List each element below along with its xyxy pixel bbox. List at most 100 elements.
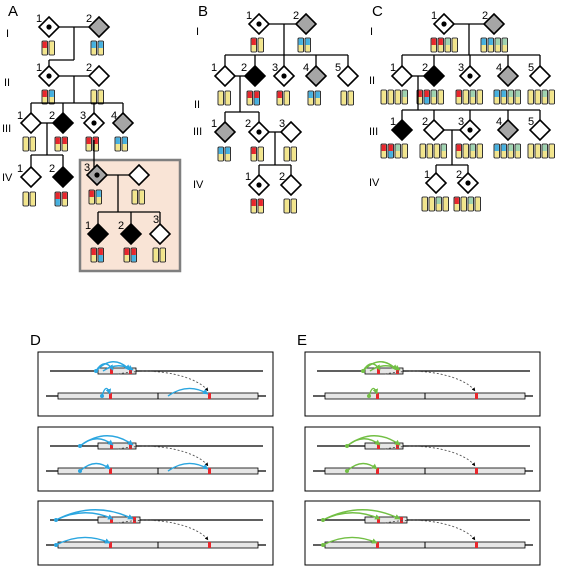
allele-segment xyxy=(477,90,482,97)
allele-segment xyxy=(508,90,513,97)
label: 5 xyxy=(528,116,534,128)
allele-segment xyxy=(96,197,101,204)
allele-segment xyxy=(225,154,230,161)
allele-segment xyxy=(381,90,386,97)
blue-arrow xyxy=(102,365,134,372)
allele-segment xyxy=(454,197,459,204)
red-marker xyxy=(377,368,380,374)
allele-segment xyxy=(535,151,540,158)
allele-segment xyxy=(23,199,28,206)
allele-segment xyxy=(475,197,480,204)
label: 3 xyxy=(153,214,159,226)
allele-segment xyxy=(477,151,482,158)
breakpoint-dot xyxy=(54,518,58,522)
allele-segment xyxy=(402,144,407,151)
allele-segment xyxy=(298,45,303,52)
allele-segment xyxy=(463,90,468,97)
label: 1 xyxy=(211,118,217,130)
red-marker xyxy=(208,542,211,548)
allele-segment xyxy=(258,199,263,206)
allele-segment xyxy=(42,97,47,104)
individual-diamond xyxy=(51,111,75,135)
allele-segment xyxy=(23,137,28,144)
allele-segment xyxy=(124,255,129,262)
allele-segment xyxy=(501,151,506,158)
allele-segment xyxy=(395,97,400,104)
allele-segment xyxy=(308,98,313,105)
generation-label: III xyxy=(369,126,378,138)
allele-segment xyxy=(542,151,547,158)
label: 1 xyxy=(17,110,23,122)
allele-segment xyxy=(254,98,259,105)
allele-segment xyxy=(427,151,432,158)
allele-segment xyxy=(55,144,60,151)
carrier-dot xyxy=(467,127,473,133)
individual-diamond xyxy=(424,171,448,195)
allele-segment xyxy=(395,144,400,151)
allele-segment xyxy=(277,98,282,105)
red-marker xyxy=(376,542,379,548)
allele-segment xyxy=(395,151,400,158)
generation-label: I xyxy=(196,26,199,38)
allele-segment xyxy=(436,204,441,211)
allele-segment xyxy=(23,192,28,199)
allele-segment xyxy=(542,97,547,104)
allele-segment xyxy=(438,45,443,52)
individual-diamond xyxy=(148,222,172,246)
panel-e-subpanel xyxy=(304,426,541,492)
allele-segment xyxy=(535,90,540,97)
label: 2 xyxy=(86,62,92,74)
generation-label: II xyxy=(4,77,10,89)
allele-segment xyxy=(468,197,473,204)
blue-arrow xyxy=(167,462,209,472)
label: 4 xyxy=(303,62,309,74)
label: 1 xyxy=(36,13,42,25)
allele-segment xyxy=(388,97,393,104)
allele-segment xyxy=(395,90,400,97)
allele-segment xyxy=(160,248,165,255)
allele-segment xyxy=(218,147,223,154)
allele-segment xyxy=(502,45,507,52)
red-marker xyxy=(396,368,399,374)
allele-segment xyxy=(291,147,296,154)
allele-segment xyxy=(315,98,320,105)
label: 1 xyxy=(424,169,430,181)
green-arrow xyxy=(368,387,379,397)
individual-diamond xyxy=(19,111,43,135)
carrier-dot xyxy=(46,24,52,30)
allele-segment xyxy=(153,248,158,255)
subpanel-frame xyxy=(304,500,541,566)
red-marker xyxy=(400,517,403,523)
allele-segment xyxy=(477,144,482,151)
allele-segment xyxy=(258,154,263,161)
label: 2 xyxy=(293,10,299,22)
allele-segment xyxy=(55,199,60,206)
allele-segment xyxy=(417,90,422,97)
allele-segment xyxy=(501,144,506,151)
allele-segment xyxy=(305,38,310,45)
allele-segment xyxy=(49,97,54,104)
panel-a-label: A xyxy=(8,3,18,20)
allele-segment xyxy=(461,197,466,204)
panel-b-label: B xyxy=(198,3,208,20)
label: 1 xyxy=(246,10,252,22)
allele-segment xyxy=(463,151,468,158)
allele-segment xyxy=(96,190,101,197)
allele-segment xyxy=(468,204,473,211)
breakpoint-dot xyxy=(78,469,82,473)
allele-segment xyxy=(62,199,67,206)
allele-segment xyxy=(308,91,313,98)
allele-segment xyxy=(225,147,230,154)
allele-segment xyxy=(445,45,450,52)
allele-segment xyxy=(284,206,289,213)
allele-segment xyxy=(298,38,303,45)
breakpoint-dot xyxy=(94,369,98,373)
allele-segment xyxy=(218,98,223,105)
blue-arrow xyxy=(55,509,134,521)
individual-diamond xyxy=(87,15,111,39)
breakpoint-dot xyxy=(361,369,365,373)
allele-segment xyxy=(98,97,103,104)
panel-d-subpanel xyxy=(37,351,274,417)
allele-segment xyxy=(445,38,450,45)
red-marker xyxy=(133,517,136,523)
